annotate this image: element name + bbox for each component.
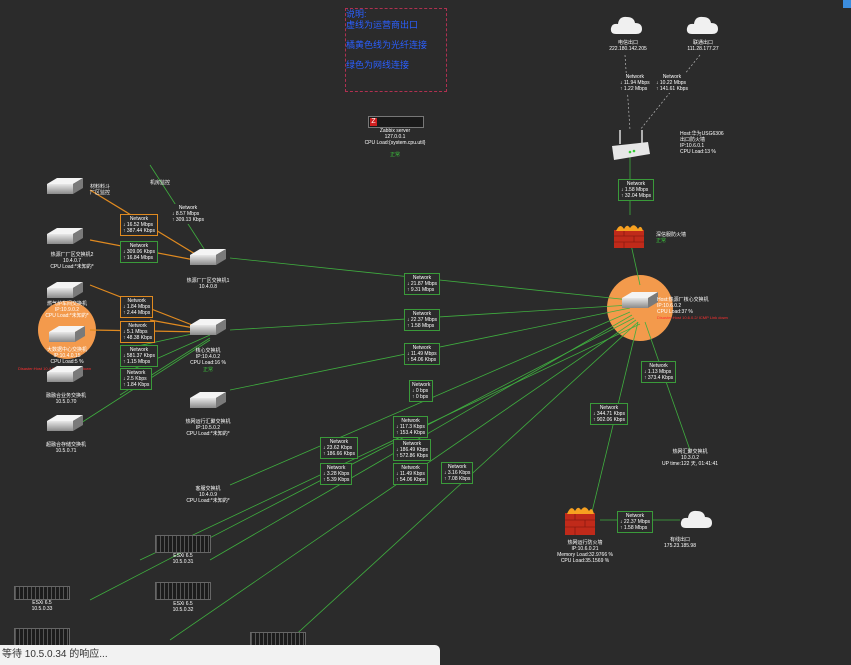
server-icon[interactable] bbox=[155, 535, 211, 553]
zabbix-server-icon[interactable]: Z bbox=[368, 116, 424, 128]
link-label[interactable]: Network↓ 11.94 Mbps↑ 1.22 Mbps bbox=[618, 73, 652, 93]
switch-icon[interactable] bbox=[47, 324, 87, 346]
link-label[interactable]: Network↓ 21.87 Mbps↑ 9.31 Mbps bbox=[404, 273, 441, 295]
node-jf-label: 机房监控 bbox=[150, 180, 171, 186]
legend-title: 说明: bbox=[346, 9, 367, 19]
firewall-icon[interactable] bbox=[612, 222, 646, 250]
switch-icon[interactable] bbox=[188, 247, 228, 269]
legend-box: 说明: 虚线为运营商出口 橘黄色线为光纤连接 绿色为网线连接 bbox=[345, 8, 447, 92]
link-label[interactable]: Network↓ 22.37 Mbps↑ 1.58 Mbps bbox=[617, 511, 654, 533]
link-label[interactable]: Network↓ 581.37 Kbps↑ 1.15 Mbps bbox=[120, 345, 158, 367]
firewall-icon[interactable] bbox=[563, 503, 597, 537]
server-icon[interactable] bbox=[250, 632, 306, 646]
link-label[interactable]: Network↓ 1.84 Mbps↑ 2.44 Mbps bbox=[120, 296, 154, 318]
link-label[interactable]: Network↓ 22.37 Mbps↑ 1.58 Mbps bbox=[404, 309, 441, 331]
status-bar: 等待 10.5.0.34 的响应... bbox=[0, 645, 440, 665]
link-label[interactable]: Network↓ 8.57 Mbps↑ 309.13 Kbps bbox=[170, 204, 206, 224]
server-icon[interactable] bbox=[14, 586, 70, 600]
link-label[interactable]: Network↓ 1.58 Mbps↑ 32.04 Mbps bbox=[618, 179, 655, 201]
core-alarm-text: Disaster:Host 10.6.0.2/ ICMP Link down bbox=[657, 315, 728, 320]
switch-icon[interactable] bbox=[45, 226, 85, 248]
switch-icon[interactable] bbox=[45, 364, 85, 386]
cloud-icon[interactable] bbox=[686, 14, 720, 36]
link-label[interactable]: Network↓ 117.3 Kbps↑ 153.4 Kbps bbox=[393, 416, 429, 438]
link-label[interactable]: Network↓ 309.06 Kbps↑ 16.84 Mbps bbox=[120, 241, 158, 263]
link-label[interactable]: Network↓ 0 bps↑ 0 bps bbox=[409, 380, 434, 402]
link-label[interactable]: Network↓ 16.52 Mbps↑ 387.44 Kbps bbox=[120, 214, 158, 236]
cloud-icon[interactable] bbox=[610, 14, 644, 36]
node-gw-label: 材料料斗厂区监控 bbox=[90, 184, 111, 196]
server-icon[interactable] bbox=[155, 582, 211, 600]
link-label[interactable]: Network↓ 23.62 Kbps↑ 186.66 Kbps bbox=[320, 437, 358, 459]
switch-icon[interactable] bbox=[45, 280, 85, 302]
router-icon[interactable] bbox=[610, 128, 652, 162]
switch-icon[interactable] bbox=[188, 390, 228, 412]
link-label[interactable]: Network↓ 344.71 Kbps↑ 902.06 Kbps bbox=[590, 403, 628, 425]
link-label[interactable]: Network↓ 3.28 Kbps↑ 5.39 Kbps bbox=[320, 463, 353, 485]
link-label[interactable]: Network↓ 11.49 Mbps↑ 54.06 Kbps bbox=[404, 343, 440, 365]
link-label[interactable]: Network↓ 1.13 Mbps↑ 373.4 Kbps bbox=[641, 361, 677, 383]
link-label[interactable]: Network↓ 3.16 Kbps↑ 7.08 Kbps bbox=[441, 462, 474, 484]
node-edge-firewall-label: 深信服防火墙正常 bbox=[656, 232, 687, 244]
legend-line-green: 绿色为网线连接 bbox=[346, 60, 410, 70]
link-label[interactable]: Network↓ 2.5 Kbps↑ 1.84 Kbps bbox=[120, 368, 153, 390]
link-label[interactable]: Network↓ 10.22 Mbps↑ 141.61 Kbps bbox=[654, 73, 690, 93]
switch-icon[interactable] bbox=[188, 317, 228, 339]
switch-icon[interactable] bbox=[45, 413, 85, 435]
legend-line-orange: 橘黄色线为光纤连接 bbox=[346, 40, 428, 50]
link-label[interactable]: Network↓ 5.1 Mbps↑ 48.38 Kbps bbox=[120, 321, 156, 343]
link-label[interactable]: Network↓ 186.49 Kbps↑ 572.86 Kbps bbox=[393, 439, 431, 461]
switch-icon[interactable] bbox=[620, 290, 660, 312]
scrollbar-thumb[interactable] bbox=[843, 0, 851, 8]
server-icon[interactable] bbox=[14, 628, 70, 646]
cloud-icon[interactable] bbox=[680, 508, 714, 530]
legend-line-dashed: 虚线为运营商出口 bbox=[346, 20, 419, 30]
switch-icon[interactable] bbox=[45, 176, 85, 198]
link-label[interactable]: Network↓ 11.49 Kbps↑ 54.06 Kbps bbox=[393, 463, 429, 485]
